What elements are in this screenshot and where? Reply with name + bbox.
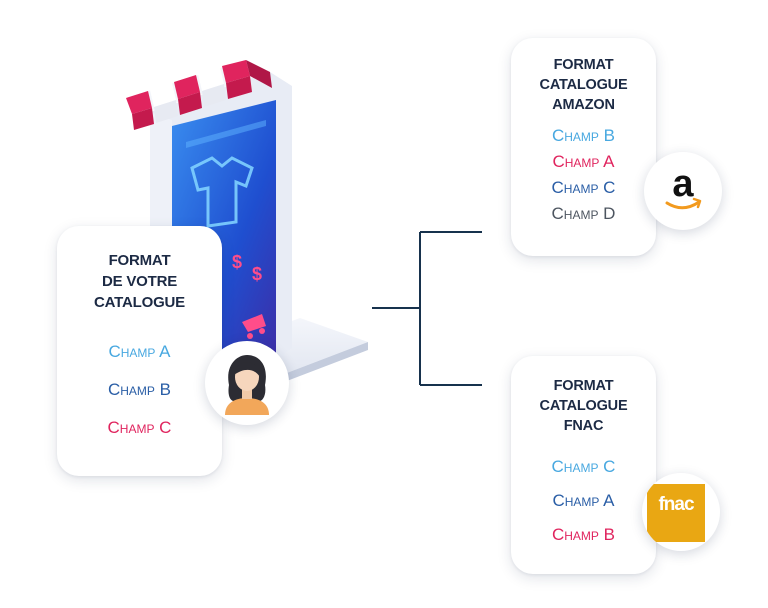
- dollar-icon: $ $: [232, 252, 262, 284]
- title-line: FORMAT: [553, 57, 614, 73]
- user-badge: [205, 341, 289, 425]
- shopping-cart-icon: [242, 314, 266, 339]
- fnac-logo-text: fnac: [658, 494, 694, 515]
- field-item: Champ C: [551, 457, 616, 476]
- svg-text:$: $: [232, 252, 242, 272]
- title-line: FORMAT: [108, 252, 171, 269]
- amazon-logo-text: a: [672, 163, 694, 205]
- field-item: Champ C: [107, 418, 172, 437]
- svg-text:$: $: [252, 264, 262, 284]
- tshirt-icon: [190, 156, 254, 228]
- title-line: CATALOGUE: [94, 294, 185, 311]
- field-item: Champ B: [107, 380, 171, 399]
- awning: [126, 60, 272, 130]
- title-line: FNAC: [563, 418, 604, 434]
- field-list: Champ A Champ B Champ C: [57, 333, 222, 447]
- fnac-logo-icon: fnac: [647, 484, 705, 542]
- field-item: Champ A: [108, 342, 171, 361]
- field-item: Champ A: [552, 152, 615, 171]
- fnac-catalogue-title: FORMAT CATALOGUE FNAC: [511, 376, 656, 436]
- title-line: DE VOTRE: [101, 273, 178, 290]
- title-line: AMAZON: [552, 97, 615, 113]
- field-item: Champ B: [551, 126, 615, 145]
- user-avatar-icon: [225, 355, 269, 415]
- amazon-catalogue-title: FORMAT CATALOGUE AMAZON: [511, 55, 656, 115]
- source-catalogue-title: FORMAT DE VOTRE CATALOGUE: [57, 250, 222, 313]
- field-list: Champ B Champ A Champ C Champ D: [511, 123, 656, 227]
- title-line: CATALOGUE: [539, 77, 628, 93]
- fnac-badge: fnac: [642, 473, 720, 551]
- connector-lines: [372, 231, 482, 386]
- fnac-catalogue-card: FORMAT CATALOGUE FNAC Champ C Champ A Ch…: [511, 356, 656, 574]
- field-item: Champ A: [552, 491, 615, 510]
- field-item: Champ C: [551, 178, 616, 197]
- field-item: Champ D: [551, 204, 616, 223]
- amazon-badge: a: [644, 152, 722, 230]
- title-line: FORMAT: [553, 378, 614, 394]
- title-line: CATALOGUE: [539, 398, 628, 414]
- amazon-catalogue-card: FORMAT CATALOGUE AMAZON Champ B Champ A …: [511, 38, 656, 256]
- amazon-logo-icon: a: [661, 163, 705, 213]
- source-catalogue-card: FORMAT DE VOTRE CATALOGUE Champ A Champ …: [57, 226, 222, 476]
- field-item: Champ B: [551, 525, 615, 544]
- field-list: Champ C Champ A Champ B: [511, 450, 656, 552]
